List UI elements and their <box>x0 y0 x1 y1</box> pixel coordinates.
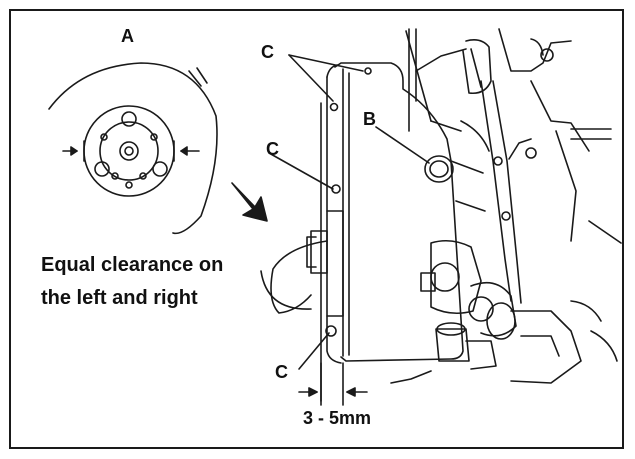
caption-line-2: the left and right <box>41 287 198 309</box>
label-c-top: C <box>261 42 274 62</box>
label-c-middle: C <box>266 139 279 159</box>
caption-line-1: Equal clearance on <box>41 254 224 276</box>
label-c-bottom: C <box>275 362 288 382</box>
dimension-label: 3 - 5mm <box>303 408 371 428</box>
clearance-caption: Equal clearance on the left and right <box>41 249 223 315</box>
mechanism <box>390 28 622 384</box>
label-a: A <box>121 26 134 46</box>
pulley-detail <box>48 62 218 235</box>
diagram-frame: A C B C C 3 - 5mm Equal clearance on the… <box>9 9 624 449</box>
left-bracket <box>260 210 344 317</box>
dimension-mark <box>298 362 368 406</box>
view-arrow-icon <box>231 182 268 222</box>
machine-illustration: A C B C C 3 - 5mm <box>48 26 622 428</box>
label-b: B <box>363 109 376 129</box>
